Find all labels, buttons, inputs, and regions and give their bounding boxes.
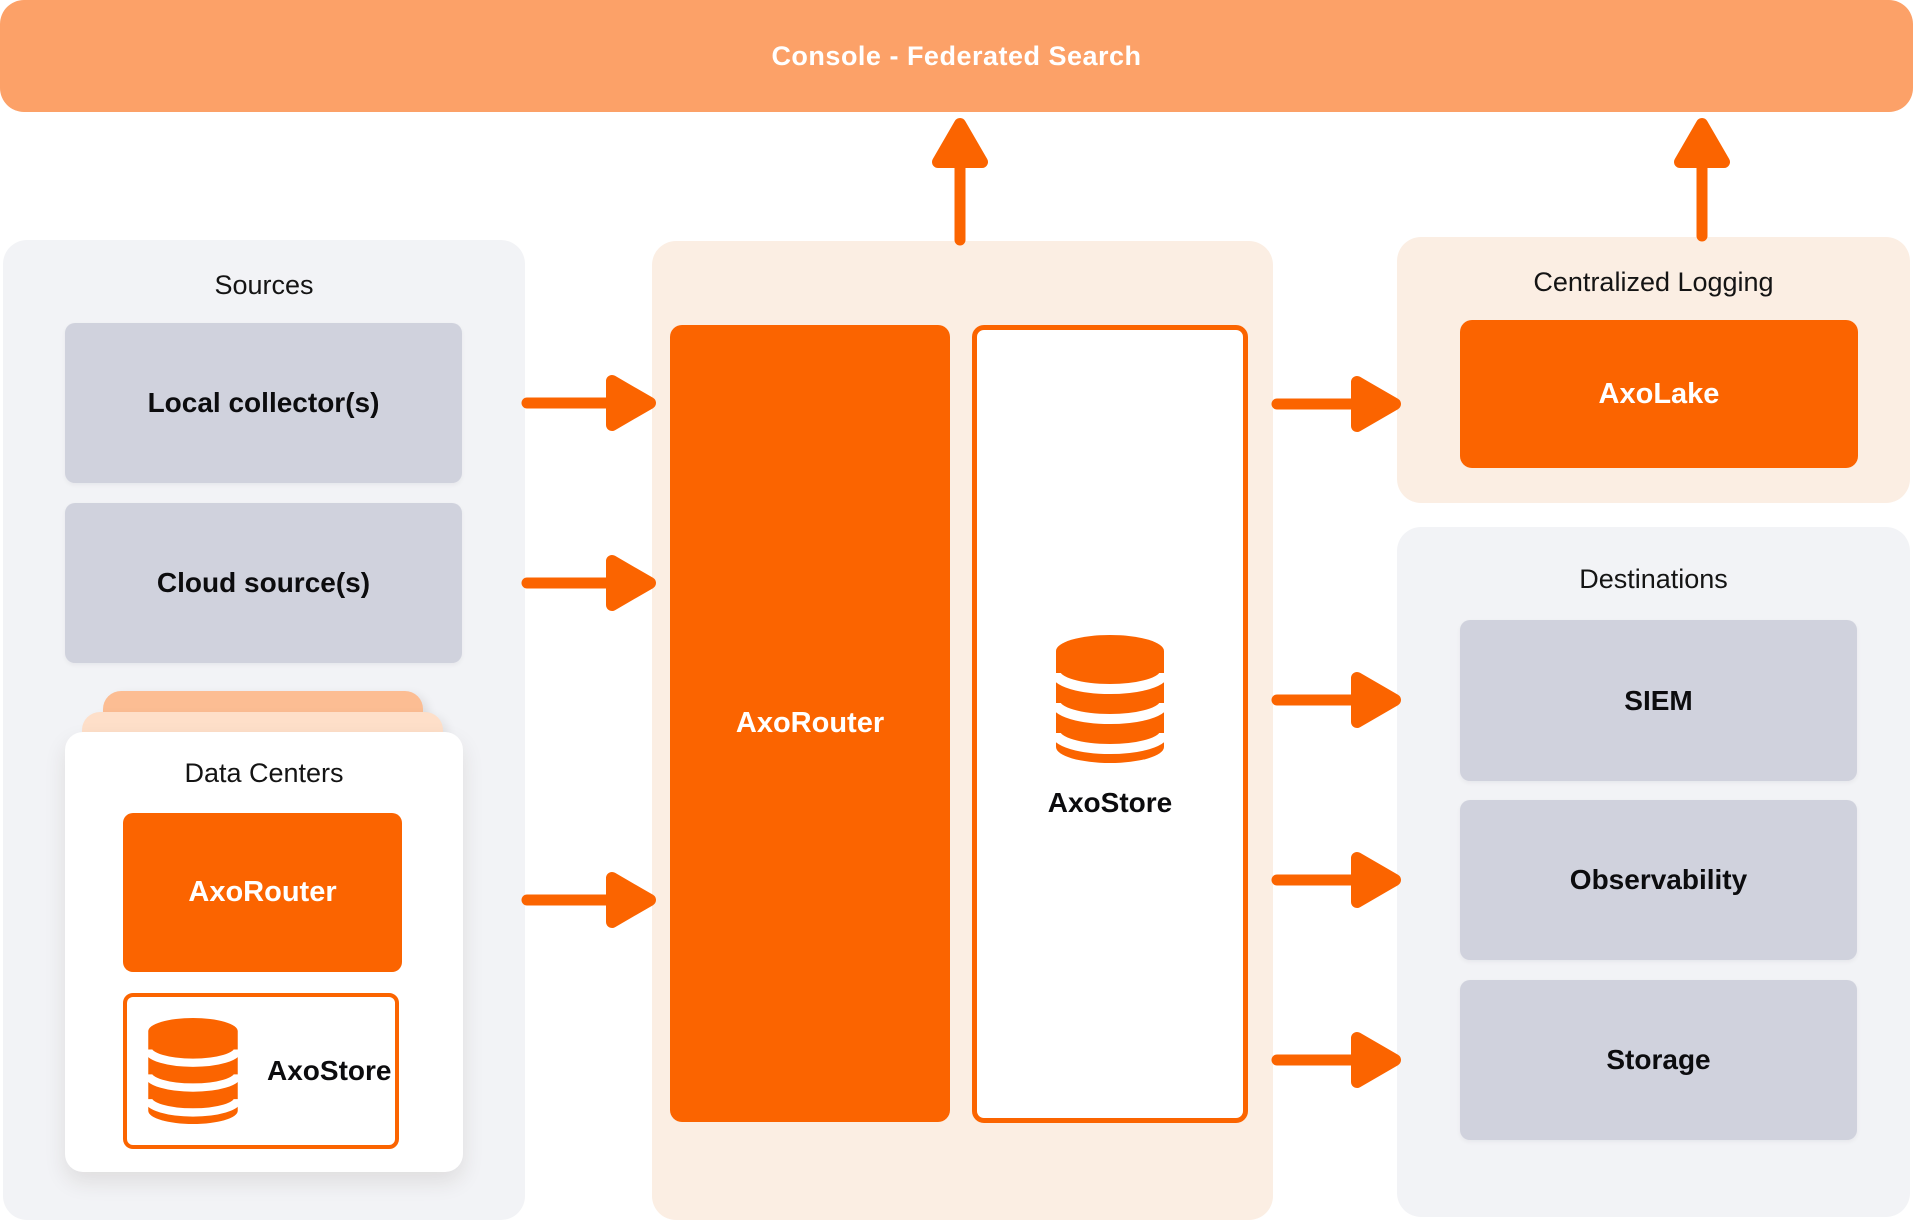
arrow-pipeline-to-storage: [1271, 1032, 1401, 1088]
sources-panel: Sources Local collector(s) Cloud source(…: [3, 240, 525, 1220]
destinations-panel: Destinations SIEM Observability Storage: [1397, 527, 1910, 1217]
local-collectors-label: Local collector(s): [147, 387, 380, 418]
arrow-pipeline-to-axolake: [1271, 376, 1401, 432]
axostore-box: AxoStore: [972, 325, 1248, 1123]
arrow-pipeline-to-observability: [1271, 852, 1401, 908]
pipeline-panel: AxoRouter AxoStore: [652, 241, 1273, 1220]
axolake-box: AxoLake: [1460, 320, 1858, 468]
destinations-title: Destinations: [1579, 564, 1728, 594]
arrow-cloud-sources-to-axorouter: [521, 555, 656, 611]
sources-title: Sources: [214, 270, 314, 300]
observability-label: Observability: [1569, 864, 1748, 895]
data-centers-axostore-label: AxoStore: [267, 1055, 392, 1086]
observability-box: Observability: [1460, 800, 1857, 960]
data-centers-axorouter-box: AxoRouter: [123, 813, 402, 972]
axorouter-label: AxoRouter: [735, 707, 885, 739]
arrow-centralized-logging-to-console: [1674, 118, 1730, 242]
arrow-pipeline-to-siem: [1271, 672, 1401, 728]
data-centers-axostore-box: AxoStore: [123, 993, 399, 1149]
arrow-data-centers-to-axorouter: [521, 872, 656, 928]
local-collectors-box: Local collector(s): [65, 323, 462, 483]
centralized-logging-title: Centralized Logging: [1533, 267, 1774, 297]
database-icon: [143, 1013, 243, 1129]
cloud-sources-box: Cloud source(s): [65, 503, 462, 663]
console-banner-label: Console - Federated Search: [771, 40, 1142, 71]
cloud-sources-label: Cloud source(s): [156, 567, 371, 598]
arrow-pipeline-to-console: [932, 118, 988, 246]
siem-box: SIEM: [1460, 620, 1857, 781]
database-icon: [1049, 629, 1171, 769]
axolake-label: AxoLake: [1598, 377, 1720, 410]
centralized-logging-panel: Centralized Logging AxoLake: [1397, 237, 1910, 503]
data-centers-title: Data Centers: [184, 758, 344, 788]
data-centers-card: Data Centers AxoRouter AxoStore: [65, 732, 463, 1172]
data-centers-axorouter-label: AxoRouter: [188, 876, 337, 908]
storage-box: Storage: [1460, 980, 1857, 1140]
axostore-label: AxoStore: [1047, 787, 1173, 818]
axorouter-box: AxoRouter: [670, 325, 950, 1122]
storage-label: Storage: [1606, 1044, 1711, 1075]
console-banner: Console - Federated Search: [0, 0, 1913, 112]
siem-label: SIEM: [1624, 684, 1693, 716]
arrow-local-collectors-to-axorouter: [521, 375, 656, 431]
